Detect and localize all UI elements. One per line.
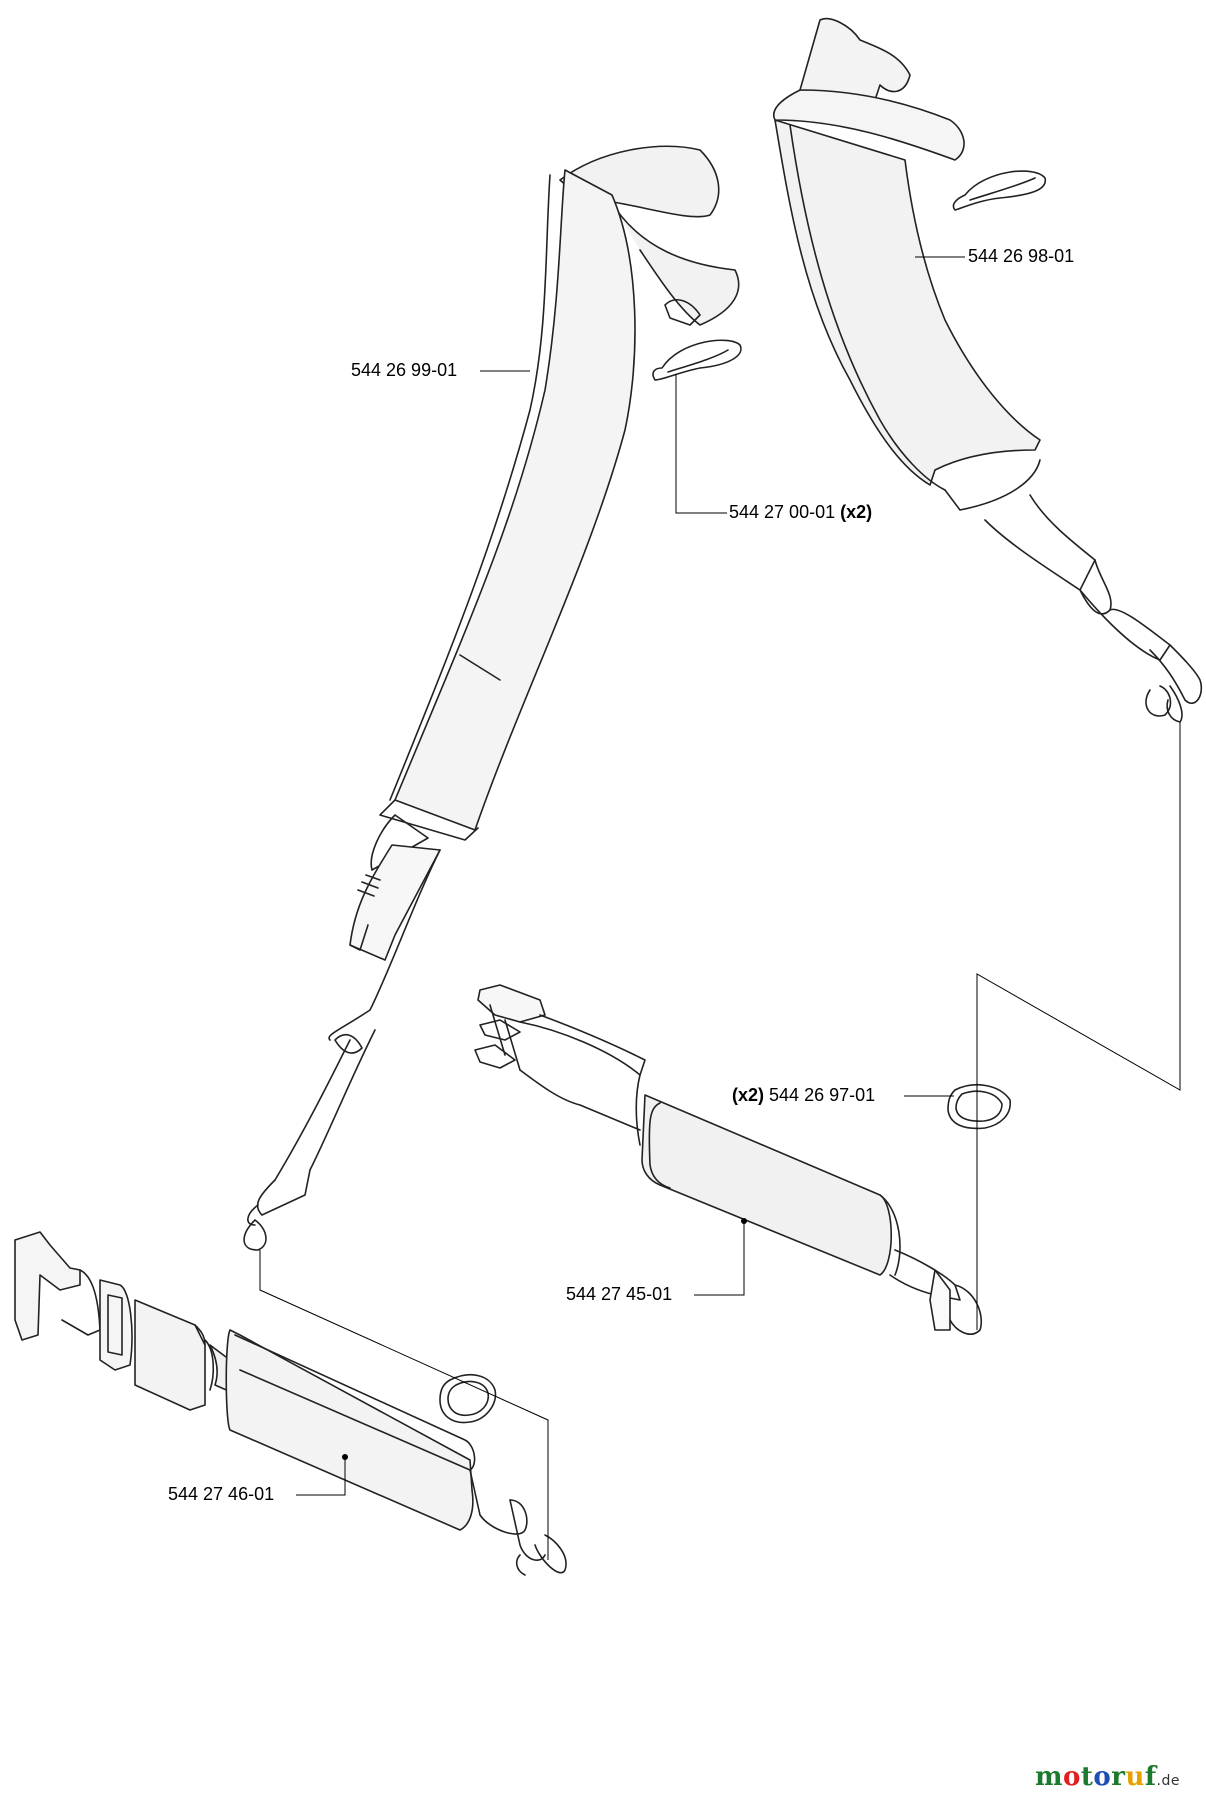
watermark-letter: u [1125, 1762, 1145, 1792]
label-d-ring: (x2) 544 26 97-01 [732, 1085, 875, 1106]
label-hip-belt-left: 544 27 46-01 [168, 1484, 274, 1505]
s-hook-drawing [652, 339, 742, 381]
connector-right-strap-to-d-ring [976, 722, 1181, 1330]
part-number: 544 27 45-01 [566, 1284, 673, 1304]
leader-hip-pad-right [694, 1221, 745, 1296]
leader-lines [259, 256, 1181, 1560]
watermark-letter: f [1144, 1762, 1157, 1792]
part-number: 544 26 99-01 [351, 360, 458, 380]
watermark-letter: m [1035, 1762, 1064, 1792]
part-number: 544 27 00-01 [729, 502, 836, 522]
hip-pad-right-drawing [474, 984, 982, 1335]
s-hook-drawing-2 [952, 170, 1046, 211]
d-ring-drawing-2 [439, 1374, 497, 1424]
leader-s-hook [675, 374, 727, 514]
watermark-letter: o [1093, 1762, 1112, 1792]
shoulder-strap-left-drawing [243, 145, 740, 1251]
part-number: 544 27 46-01 [168, 1484, 275, 1504]
quantity: (x2) [732, 1085, 765, 1105]
hip-belt-left-drawing [14, 1231, 567, 1576]
marker-hip-pad-right [741, 1218, 747, 1224]
connector-left-strap-to-belt [259, 1250, 549, 1560]
label-shoulder-strap-left: 544 26 99-01 [351, 360, 457, 381]
label-shoulder-strap-right: 544 26 98-01 [968, 246, 1074, 267]
shoulder-strap-right-drawing [773, 18, 1203, 723]
quantity: (x2) [840, 502, 873, 522]
watermark-letter: r [1111, 1762, 1126, 1792]
watermark-domain: .de [1156, 1773, 1180, 1789]
part-number: 544 26 98-01 [968, 246, 1075, 266]
label-hip-pad-right: 544 27 45-01 [566, 1284, 672, 1305]
d-ring-drawing [947, 1084, 1011, 1130]
watermark-letter: o [1063, 1762, 1081, 1792]
watermark-logo: motoruf.de [1035, 1762, 1180, 1792]
marker-hip-belt-left [342, 1454, 348, 1460]
label-s-hook: 544 27 00-01 (x2) [729, 502, 872, 523]
part-number: 544 26 97-01 [769, 1085, 876, 1105]
watermark-letter: t [1080, 1762, 1094, 1792]
leader-hip-belt-left [296, 1457, 346, 1496]
